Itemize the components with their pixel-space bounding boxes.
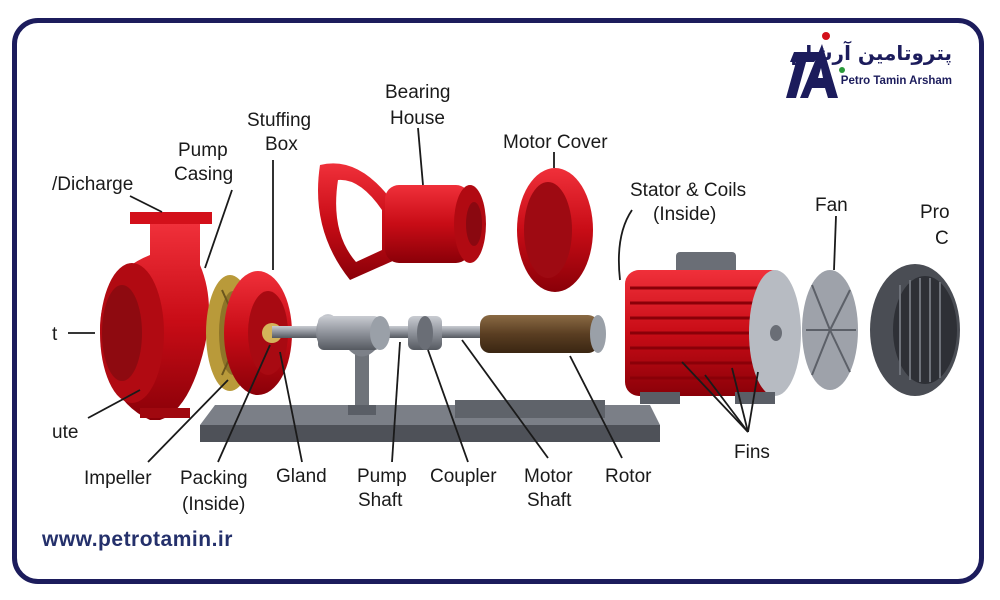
- label-stuffing-box-2: Box: [265, 134, 298, 155]
- label-bearing-house-2: House: [390, 108, 445, 129]
- logo-flame-icon: [822, 32, 830, 40]
- rotor: [480, 315, 606, 353]
- logo-persian-name: پتروتامین آرشام: [791, 40, 952, 66]
- company-logo: پتروتامین آرشام Petro Tamin Arsham: [786, 32, 952, 98]
- label-motor-cover: Motor Cover: [503, 132, 608, 153]
- label-inlet: t: [52, 324, 58, 345]
- label-stator-1: Stator & Coils: [630, 180, 746, 201]
- leader-lines: [68, 127, 837, 463]
- coupler: [408, 316, 442, 350]
- bearing-house: [318, 163, 486, 280]
- label-protective-2: C: [935, 228, 949, 249]
- label-coupler: Coupler: [430, 466, 497, 487]
- logo-t-shape: [786, 52, 822, 98]
- protective-cover: [870, 264, 960, 396]
- base-plate: [200, 400, 660, 442]
- logo-dot-icon: [839, 67, 845, 73]
- label-stuffing-box-1: Stuffing: [247, 110, 311, 131]
- label-fins: Fins: [734, 442, 770, 463]
- label-rotor: Rotor: [605, 466, 652, 487]
- bearings: [316, 314, 390, 350]
- label-bearing-house-1: Bearing: [385, 82, 451, 103]
- pump-casing: [100, 212, 212, 420]
- label-packing-1: Packing: [180, 468, 248, 489]
- label-pump-shaft-2: Shaft: [358, 490, 403, 511]
- label-motor-shaft-1: Motor: [524, 466, 573, 487]
- label-pump-casing-2: Casing: [174, 164, 233, 185]
- website-url: www.petrotamin.ir: [42, 528, 233, 551]
- label-impeller: Impeller: [84, 468, 152, 489]
- label-discharge: /Dicharge: [52, 174, 133, 195]
- stuffing-box: [224, 271, 292, 395]
- label-pump-shaft-1: Pump: [357, 466, 407, 487]
- logo-english-name: Petro Tamin Arsham: [841, 75, 952, 87]
- motor-cover: [517, 168, 593, 292]
- motor-body: [625, 252, 801, 404]
- label-gland: Gland: [276, 466, 327, 487]
- label-packing-2: (Inside): [182, 494, 245, 515]
- label-fan: Fan: [815, 195, 848, 216]
- label-pump-casing-1: Pump: [178, 140, 228, 161]
- label-protective-1: Pro: [920, 202, 950, 223]
- label-volute: ute: [52, 422, 78, 443]
- labels: /Dicharge Pump Casing Stuffing Box Beari…: [52, 82, 950, 515]
- fan: [802, 270, 858, 390]
- logo-a-shape: [800, 44, 838, 98]
- label-motor-shaft-2: Shaft: [527, 490, 572, 511]
- label-stator-2: (Inside): [653, 204, 716, 225]
